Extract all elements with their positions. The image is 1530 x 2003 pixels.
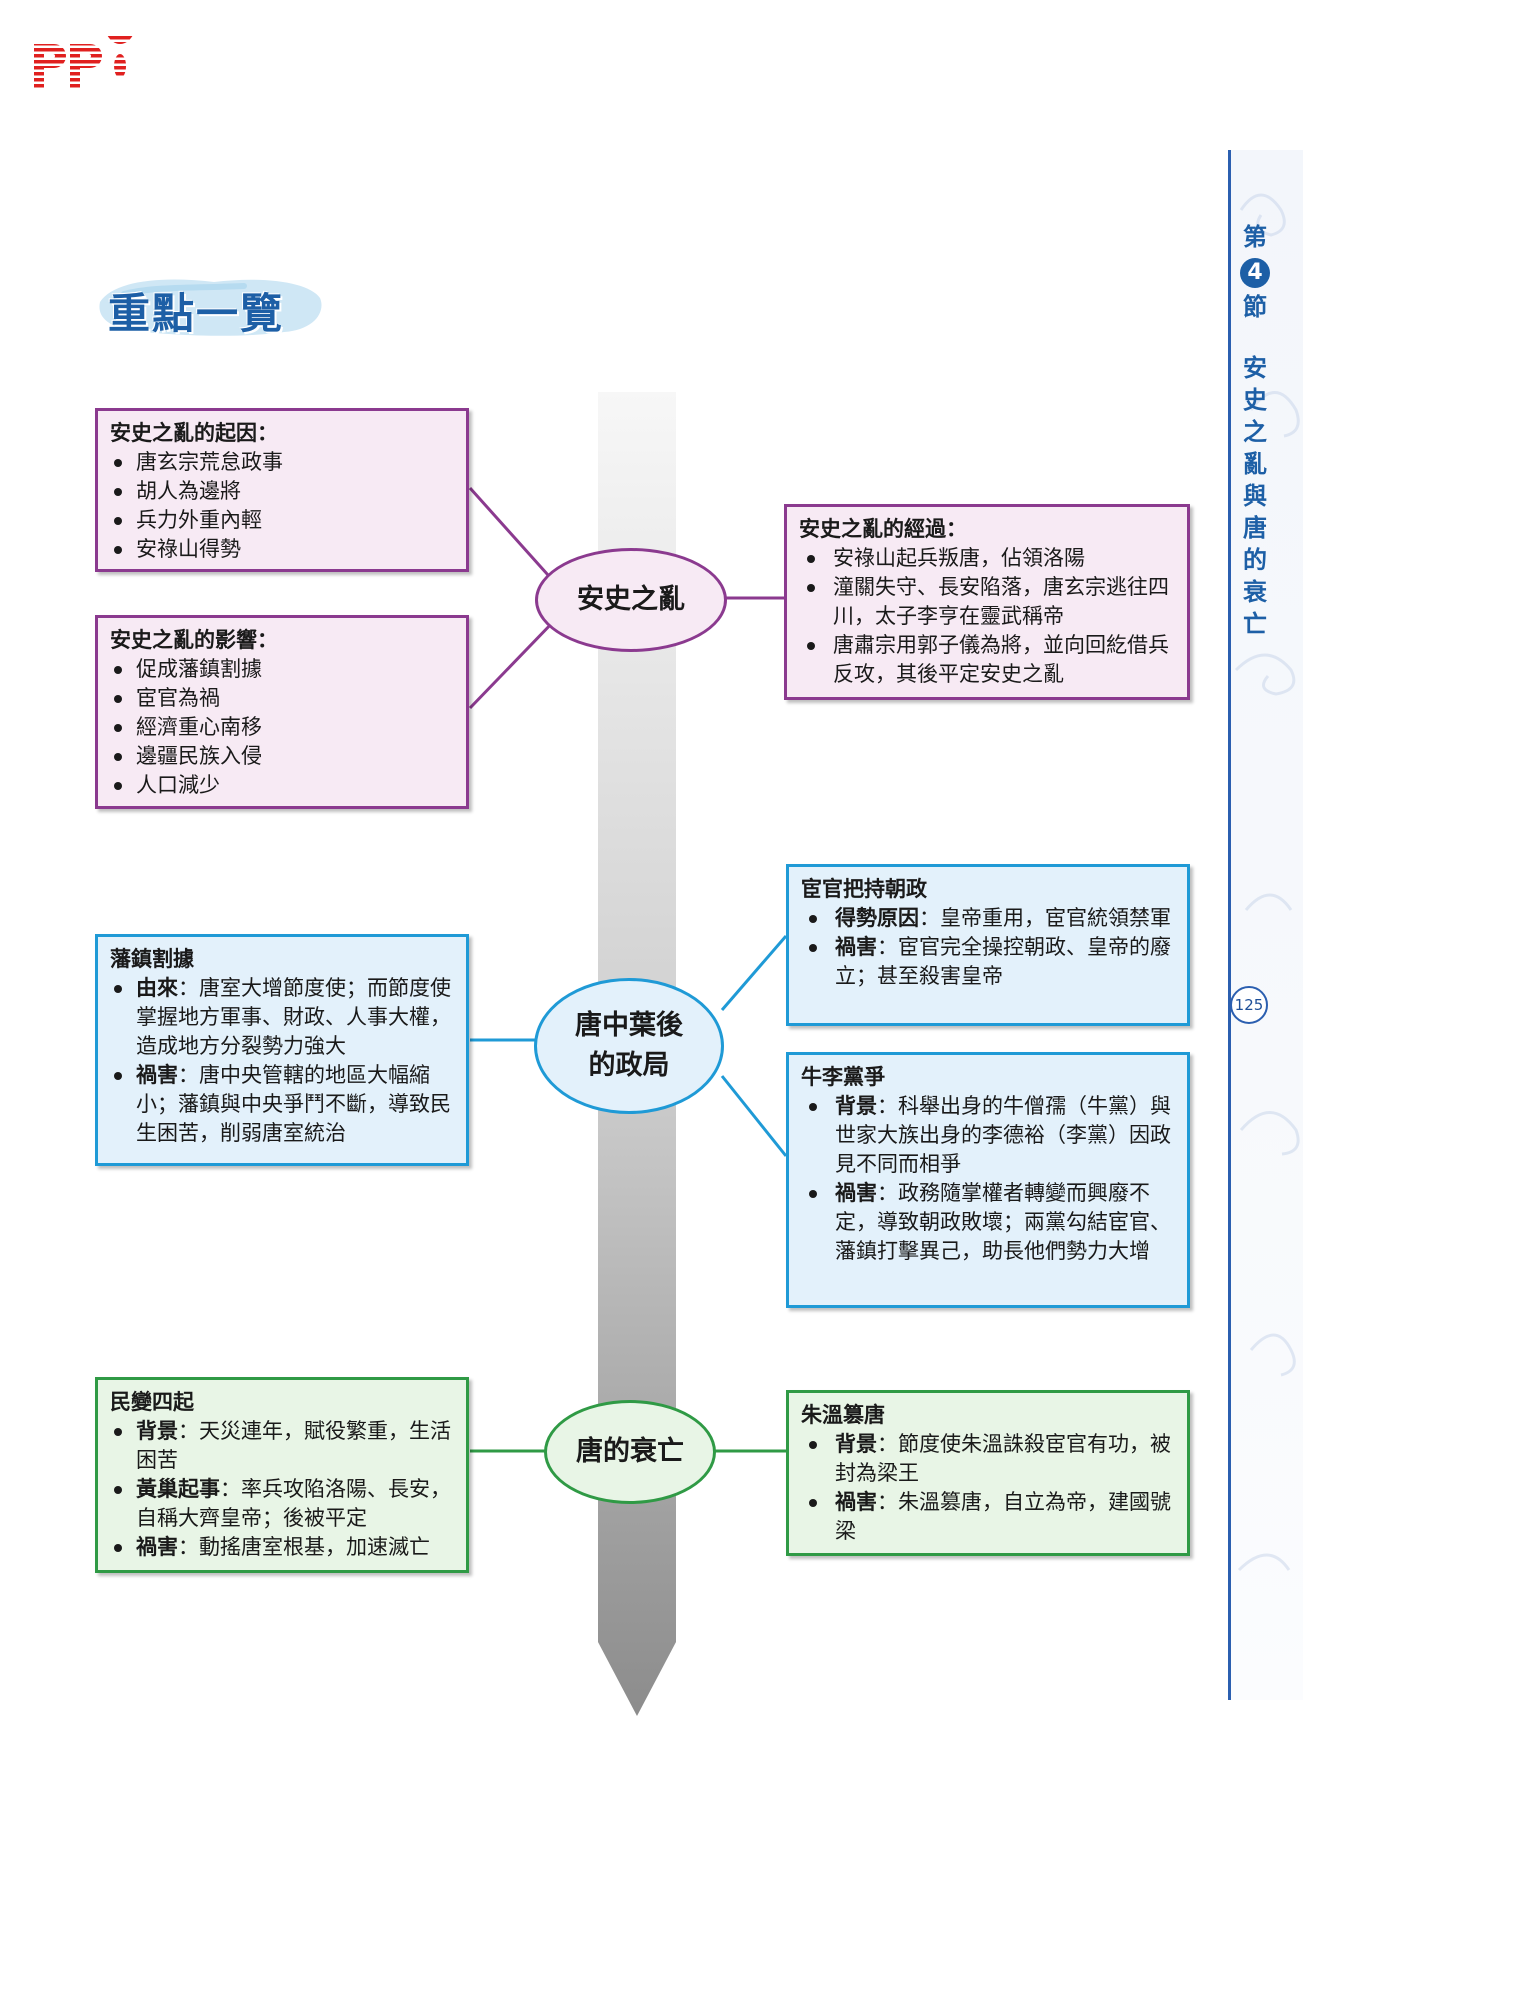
item-text: ：天災連年，賦役繁重，生活困苦: [136, 1419, 451, 1472]
item-label: 背景: [835, 1094, 877, 1118]
chapter-number-badge: 4: [1240, 258, 1270, 288]
list-item: 唐玄宗荒怠政事: [110, 448, 454, 477]
box-title: 藩鎮割據: [110, 947, 194, 971]
list-item: 邊疆民族入侵: [110, 742, 454, 771]
chapter-title-char: 亂: [1243, 449, 1267, 478]
box-title: 安史之亂的影響：: [110, 628, 278, 652]
connector-niuli: [720, 1075, 788, 1157]
item-text: ：宦官完全操控朝政、皇帝的廢立；甚至殺害皇帝: [835, 935, 1171, 988]
box-title: 宦官把持朝政: [801, 877, 927, 901]
box-title: 安史之亂的起因：: [110, 421, 278, 445]
chapter-title-char: 安: [1243, 353, 1267, 382]
chapter-title: 安史之亂與唐的衰亡: [1238, 352, 1272, 640]
item-label: 禍害: [136, 1063, 178, 1087]
key-points-heading: 重點一覽: [94, 272, 326, 342]
heading-title: 重點一覽: [108, 289, 285, 338]
fanzhen-list: 由來：唐室大增節度使；而節度使掌握地方軍事、財政、人事大權，造成地方分裂勢力強大…: [110, 974, 454, 1148]
box-eunuch-control: 宦官把持朝政 得勢原因：皇帝重用，宦官統領禁軍 禍害：宦官完全操控朝政、皇帝的廢…: [786, 864, 1190, 1026]
list-item: 安祿山得勢: [110, 535, 454, 564]
list-item: 得勢原因：皇帝重用，宦官統領禁軍: [801, 904, 1175, 933]
box-rebellion-causes: 安史之亂的起因： 唐玄宗荒怠政事 胡人為邊將 兵力外重內輕 安祿山得勢: [95, 408, 469, 572]
item-label: 背景: [835, 1432, 877, 1456]
item-label: 禍害: [136, 1535, 178, 1559]
box-rebellion-process: 安史之亂的經過： 安祿山起兵叛唐，佔領洛陽 潼關失守、長安陷落，唐玄宗逃往四川，…: [784, 504, 1190, 700]
node-mid-tang-line-2: 的政局: [588, 1050, 670, 1081]
item-text: ：節度使朱溫誅殺宦官有功，被封為梁王: [835, 1432, 1171, 1485]
node-mid-tang-line-1: 唐中葉後: [575, 1010, 683, 1041]
chapter-title-char: 之: [1243, 417, 1267, 446]
causes-list: 唐玄宗荒怠政事 胡人為邊將 兵力外重內輕 安祿山得勢: [110, 448, 454, 564]
list-item: 兵力外重內輕: [110, 506, 454, 535]
list-item: 人口減少: [110, 771, 454, 800]
eunuch-list: 得勢原因：皇帝重用，宦官統領禁軍 禍害：宦官完全操控朝政、皇帝的廢立；甚至殺害皇…: [801, 904, 1175, 991]
box-zhu-wen-usurpation: 朱溫篡唐 背景：節度使朱溫誅殺宦官有功，被封為梁王 禍害：朱溫篡唐，自立為帝，建…: [786, 1390, 1190, 1556]
item-text: ：科舉出身的牛僧孺（牛黨）與世家大族出身的李德裕（李黨）因政見不同而相爭: [835, 1094, 1171, 1176]
connector-causes: [468, 486, 550, 577]
item-text: ：唐室大增節度使；而節度使掌握地方軍事、財政、人事大權，造成地方分裂勢力強大: [136, 976, 451, 1058]
item-text: ：朱溫篡唐，自立為帝，建國號梁: [835, 1490, 1171, 1543]
list-item: 禍害：唐中央管轄的地區大幅縮小；藩鎮與中央爭鬥不斷，導致民生困苦，削弱唐室統治: [110, 1061, 454, 1148]
item-text: ：唐中央管轄的地區大幅縮小；藩鎮與中央爭鬥不斷，導致民生困苦，削弱唐室統治: [136, 1063, 451, 1145]
list-item: 黃巢起事：率兵攻陷洛陽、長安，自稱大齊皇帝；後被平定: [110, 1475, 454, 1533]
item-text: ：率兵攻陷洛陽、長安，自稱大齊皇帝；後被平定: [136, 1477, 451, 1530]
chapter-marker: 第 4 節: [1238, 220, 1272, 324]
process-list: 安祿山起兵叛唐，佔領洛陽 潼關失守、長安陷落，唐玄宗逃往四川，太子李亨在靈武稱帝…: [799, 544, 1175, 689]
chapter-title-char: 的: [1243, 545, 1267, 574]
item-text: ：政務隨掌權者轉變而興廢不定，導致朝政敗壞；兩黨勾結宦官、藩鎮打擊異己，助長他們…: [835, 1181, 1171, 1263]
heading-brush-background: [99, 279, 322, 336]
chapter-title-char: 與: [1243, 481, 1267, 510]
connector-effects: [468, 618, 557, 710]
list-item: 背景：天災連年，賦役繁重，生活困苦: [110, 1417, 454, 1475]
list-item: 胡人為邊將: [110, 477, 454, 506]
list-item: 禍害：政務隨掌權者轉變而興廢不定，導致朝政敗壞；兩黨勾結宦官、藩鎮打擊異己，助長…: [801, 1179, 1175, 1266]
connector-eunuchs: [720, 935, 788, 1011]
item-label: 黃巢起事: [136, 1477, 220, 1501]
item-label: 禍害: [835, 1181, 877, 1205]
list-item: 唐肅宗用郭子儀為將，並向回紇借兵反攻，其後平定安史之亂: [799, 631, 1175, 689]
list-item: 由來：唐室大增節度使；而節度使掌握地方軍事、財政、人事大權，造成地方分裂勢力強大: [110, 974, 454, 1061]
list-item: 宦官為禍: [110, 684, 454, 713]
chapter-suffix: 節: [1243, 292, 1267, 321]
list-item: 禍害：朱溫篡唐，自立為帝，建國號梁: [801, 1488, 1175, 1546]
node-an-shi-rebellion: 安史之亂: [535, 548, 727, 652]
list-item: 促成藩鎮割據: [110, 655, 454, 684]
zhuwen-list: 背景：節度使朱溫誅殺宦官有功，被封為梁王 禍害：朱溫篡唐，自立為帝，建國號梁: [801, 1430, 1175, 1546]
box-niu-li-factional-strife: 牛李黨爭 背景：科舉出身的牛僧孺（牛黨）與世家大族出身的李德裕（李黨）因政見不同…: [786, 1052, 1190, 1308]
chapter-side-panel: [1228, 150, 1303, 1700]
list-item: 潼關失守、長安陷落，唐玄宗逃往四川，太子李亨在靈武稱帝: [799, 573, 1175, 631]
chapter-title-char: 衰: [1243, 577, 1267, 606]
item-label: 由來: [136, 976, 178, 1000]
box-popular-revolts: 民變四起 背景：天災連年，賦役繁重，生活困苦 黃巢起事：率兵攻陷洛陽、長安，自稱…: [95, 1377, 469, 1573]
box-title: 牛李黨爭: [801, 1065, 885, 1089]
item-label: 禍害: [835, 1490, 877, 1514]
chapter-title-char: 亡: [1243, 609, 1267, 638]
page-number: 125: [1230, 986, 1268, 1024]
node-mid-tang-politics: 唐中葉後 的政局: [534, 978, 724, 1114]
box-title: 安史之亂的經過：: [799, 517, 967, 541]
item-text: ：動搖唐室根基，加速滅亡: [178, 1535, 430, 1559]
chapter-title-char: 唐: [1243, 513, 1267, 542]
box-fanzhen-separatism: 藩鎮割據 由來：唐室大增節度使；而節度使掌握地方軍事、財政、人事大權，造成地方分…: [95, 934, 469, 1166]
list-item: 禍害：動搖唐室根基，加速滅亡: [110, 1533, 454, 1562]
list-item: 安祿山起兵叛唐，佔領洛陽: [799, 544, 1175, 573]
node-tang-decline: 唐的衰亡: [544, 1400, 716, 1504]
revolts-list: 背景：天災連年，賦役繁重，生活困苦 黃巢起事：率兵攻陷洛陽、長安，自稱大齊皇帝；…: [110, 1417, 454, 1562]
list-item: 背景：節度使朱溫誅殺宦官有功，被封為梁王: [801, 1430, 1175, 1488]
item-label: 禍害: [835, 935, 877, 959]
item-text: ：皇帝重用，宦官統領禁軍: [919, 906, 1171, 930]
item-label: 得勢原因: [835, 906, 919, 930]
box-title: 民變四起: [110, 1390, 194, 1414]
list-item: 禍害：宦官完全操控朝政、皇帝的廢立；甚至殺害皇帝: [801, 933, 1175, 991]
chapter-prefix: 第: [1243, 222, 1267, 251]
niuli-list: 背景：科舉出身的牛僧孺（牛黨）與世家大族出身的李德裕（李黨）因政見不同而相爭 禍…: [801, 1092, 1175, 1266]
box-title: 朱溫篡唐: [801, 1403, 885, 1427]
chapter-title-char: 史: [1243, 385, 1267, 414]
list-item: 背景：科舉出身的牛僧孺（牛黨）與世家大族出身的李德裕（李黨）因政見不同而相爭: [801, 1092, 1175, 1179]
effects-list: 促成藩鎮割據 宦官為禍 經濟重心南移 邊疆民族入侵 人口減少: [110, 655, 454, 800]
box-rebellion-effects: 安史之亂的影響： 促成藩鎮割據 宦官為禍 經濟重心南移 邊疆民族入侵 人口減少: [95, 615, 469, 809]
item-label: 背景: [136, 1419, 178, 1443]
list-item: 經濟重心南移: [110, 713, 454, 742]
cloud-pattern-decoration: [1234, 193, 1300, 1572]
